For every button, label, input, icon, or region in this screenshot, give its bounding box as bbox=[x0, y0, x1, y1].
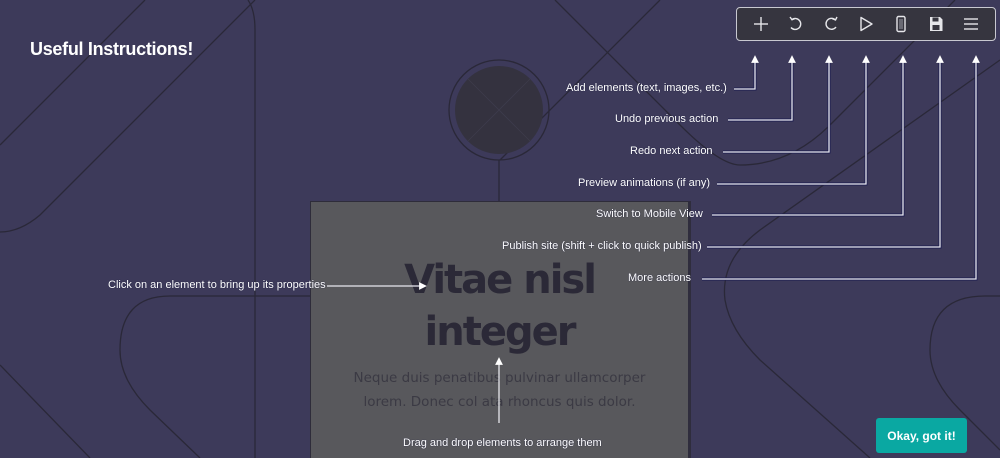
instruction-more-actions: More actions bbox=[628, 272, 691, 284]
section-paragraph[interactable]: Neque duis penatibus pulvinar ullamcorpe… bbox=[353, 370, 646, 410]
mobile-icon bbox=[896, 15, 906, 33]
okay-got-it-button[interactable]: Okay, got it! bbox=[876, 418, 967, 453]
redo-icon bbox=[825, 16, 838, 30]
add-elements-button[interactable] bbox=[746, 9, 776, 39]
instruction-drag-drop: Drag and drop elements to arrange them bbox=[403, 437, 602, 449]
publish-button[interactable] bbox=[921, 9, 951, 39]
undo-button[interactable] bbox=[781, 9, 811, 39]
instruction-mobile-view: Switch to Mobile View bbox=[596, 208, 703, 220]
section-heading[interactable]: Vitae nisl integer bbox=[404, 257, 597, 355]
editor-toolbar bbox=[736, 7, 996, 41]
save-icon bbox=[930, 17, 943, 31]
preview-button[interactable] bbox=[851, 9, 881, 39]
redo-button[interactable] bbox=[816, 9, 846, 39]
page-title: Useful Instructions! bbox=[30, 39, 194, 59]
instruction-add-elements: Add elements (text, images, etc.) bbox=[566, 82, 727, 94]
instruction-undo: Undo previous action bbox=[615, 113, 719, 125]
instruction-preview: Preview animations (if any) bbox=[578, 177, 711, 189]
menu-icon bbox=[964, 18, 979, 30]
play-icon bbox=[860, 16, 873, 32]
more-actions-button[interactable] bbox=[956, 9, 986, 39]
mobile-view-button[interactable] bbox=[886, 9, 916, 39]
instruction-redo: Redo next action bbox=[630, 145, 713, 157]
instruction-publish: Publish site (shift + click to quick pub… bbox=[502, 240, 702, 252]
undo-icon bbox=[789, 16, 802, 31]
plus-icon bbox=[753, 17, 768, 31]
instruction-click-element: Click on an element to bring up its prop… bbox=[108, 279, 326, 291]
